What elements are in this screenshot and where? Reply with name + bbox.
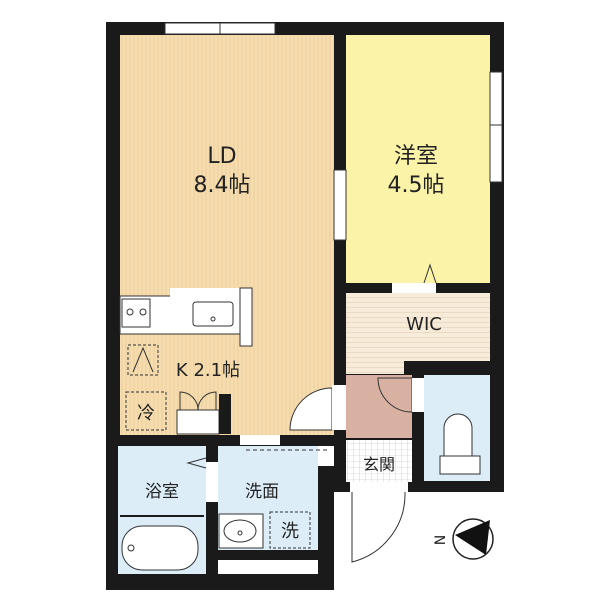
door-toilet [412,378,424,412]
toilet-tank [439,455,481,475]
cupboard-door-swing [179,391,217,411]
washer-label: 洗 [281,521,299,542]
ld-name: LD [207,144,236,169]
bath-divider [120,515,204,517]
room-wic [346,293,490,361]
wic-name: WIC [406,314,442,335]
fridge-space [125,391,167,431]
western-name: 洋室 [394,144,438,169]
washroom-window [218,560,318,574]
entrance-name: 玄関 [363,455,395,474]
door-western[interactable] [333,169,347,241]
fridge-label: 冷 [137,403,155,424]
washer-space [269,511,311,549]
bath-door-mark [186,457,207,469]
cupboard[interactable] [176,409,220,435]
western-size: 4.5帖 [388,173,445,198]
burner-icon [139,308,147,316]
door-ld-jamb [332,385,346,430]
kitchen-name: K 2.1帖 [176,360,240,381]
window-western[interactable] [489,71,503,183]
ld-size: 8.4帖 [194,173,251,198]
counter-back [170,288,250,298]
basin-drain [237,530,243,536]
door-ld[interactable] [289,387,333,431]
door-toilet-swing[interactable] [377,377,413,413]
drain-icon [210,316,216,322]
counter-end [239,287,253,347]
bath-name: 浴室 [145,482,179,502]
range-icon [132,346,154,373]
door-wic[interactable] [392,283,436,293]
door-bath[interactable] [206,462,218,502]
compass-icon: N [433,518,494,560]
tub-drain [127,544,135,552]
entrance-opening [350,482,408,492]
compass-label: N [433,535,449,545]
room-entrance [346,440,412,482]
sink-icon [192,301,234,327]
partition-wall [219,394,231,434]
hall-closet [346,350,404,374]
door-washroom[interactable] [240,435,280,445]
washroom-name: 洗面 [245,482,279,502]
wic-door-mark [423,263,437,284]
bathtub-icon [121,525,199,571]
room-ld [120,35,334,435]
toilet-icon [443,413,473,458]
burner-icon [126,308,134,316]
range-space [127,344,159,376]
entrance-door[interactable] [351,491,406,563]
notch [318,446,334,466]
room-western [346,35,490,283]
